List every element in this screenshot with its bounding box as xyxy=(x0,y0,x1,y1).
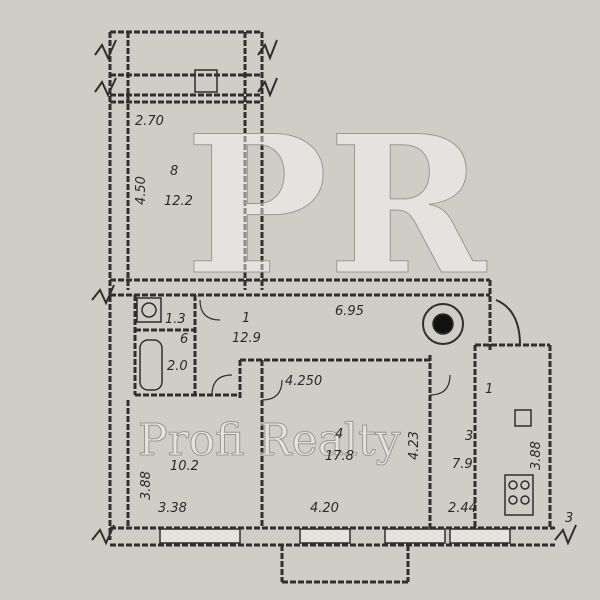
hall-length: 6.95 xyxy=(335,304,364,319)
balcony-length: 4.50 xyxy=(134,176,149,205)
sink-icon xyxy=(514,409,532,427)
stove-icon xyxy=(504,474,534,516)
hall-number: 1 xyxy=(242,311,250,326)
bathtub-icon xyxy=(139,339,163,391)
balcony-width: 2.70 xyxy=(135,114,164,129)
break-mark-number: 3 xyxy=(565,511,573,526)
room-mid-number: 4 xyxy=(335,427,343,442)
watermark-logo: PR Profi Realty xyxy=(138,94,489,467)
kitchen-width: 2.44 xyxy=(448,501,477,516)
room-mid-side: 4.23 xyxy=(407,431,422,460)
watermark-letters: PR xyxy=(185,94,488,317)
doors xyxy=(199,299,451,401)
break-marks xyxy=(91,39,577,546)
toilet-icon xyxy=(136,297,162,323)
kitchen-number: 3 xyxy=(465,429,473,444)
room-mid-width: 4.20 xyxy=(310,501,339,516)
hall-area: 12.9 xyxy=(232,331,261,346)
vent-icon xyxy=(194,69,218,93)
pantry-area: 1 xyxy=(485,382,493,397)
windows xyxy=(159,528,511,544)
room-left-width: 3.38 xyxy=(158,501,187,516)
column-icon xyxy=(422,303,464,345)
kitchen-length: 3.88 xyxy=(529,441,544,470)
room-left-area: 10.2 xyxy=(170,459,199,474)
room-mid-area: 17.8 xyxy=(325,449,354,464)
room-left-height: 3.88 xyxy=(139,471,154,500)
balcony-number: 8 xyxy=(170,164,178,179)
watermark-brand: Profi Realty xyxy=(138,415,401,466)
bath-area: 2.0 xyxy=(167,359,188,374)
kitchen-area: 7.9 xyxy=(452,457,473,472)
room-mid-top: 4.250 xyxy=(285,374,322,389)
wc-area: 1.3 xyxy=(165,312,186,327)
fixtures xyxy=(136,69,534,516)
walls xyxy=(108,30,555,584)
room-labels: 2.70 4.50 8 12.2 1 12.9 6.95 1.3 6 2.0 1… xyxy=(134,114,573,526)
bath-number: 6 xyxy=(180,332,188,347)
balcony-area: 12.2 xyxy=(164,194,193,209)
